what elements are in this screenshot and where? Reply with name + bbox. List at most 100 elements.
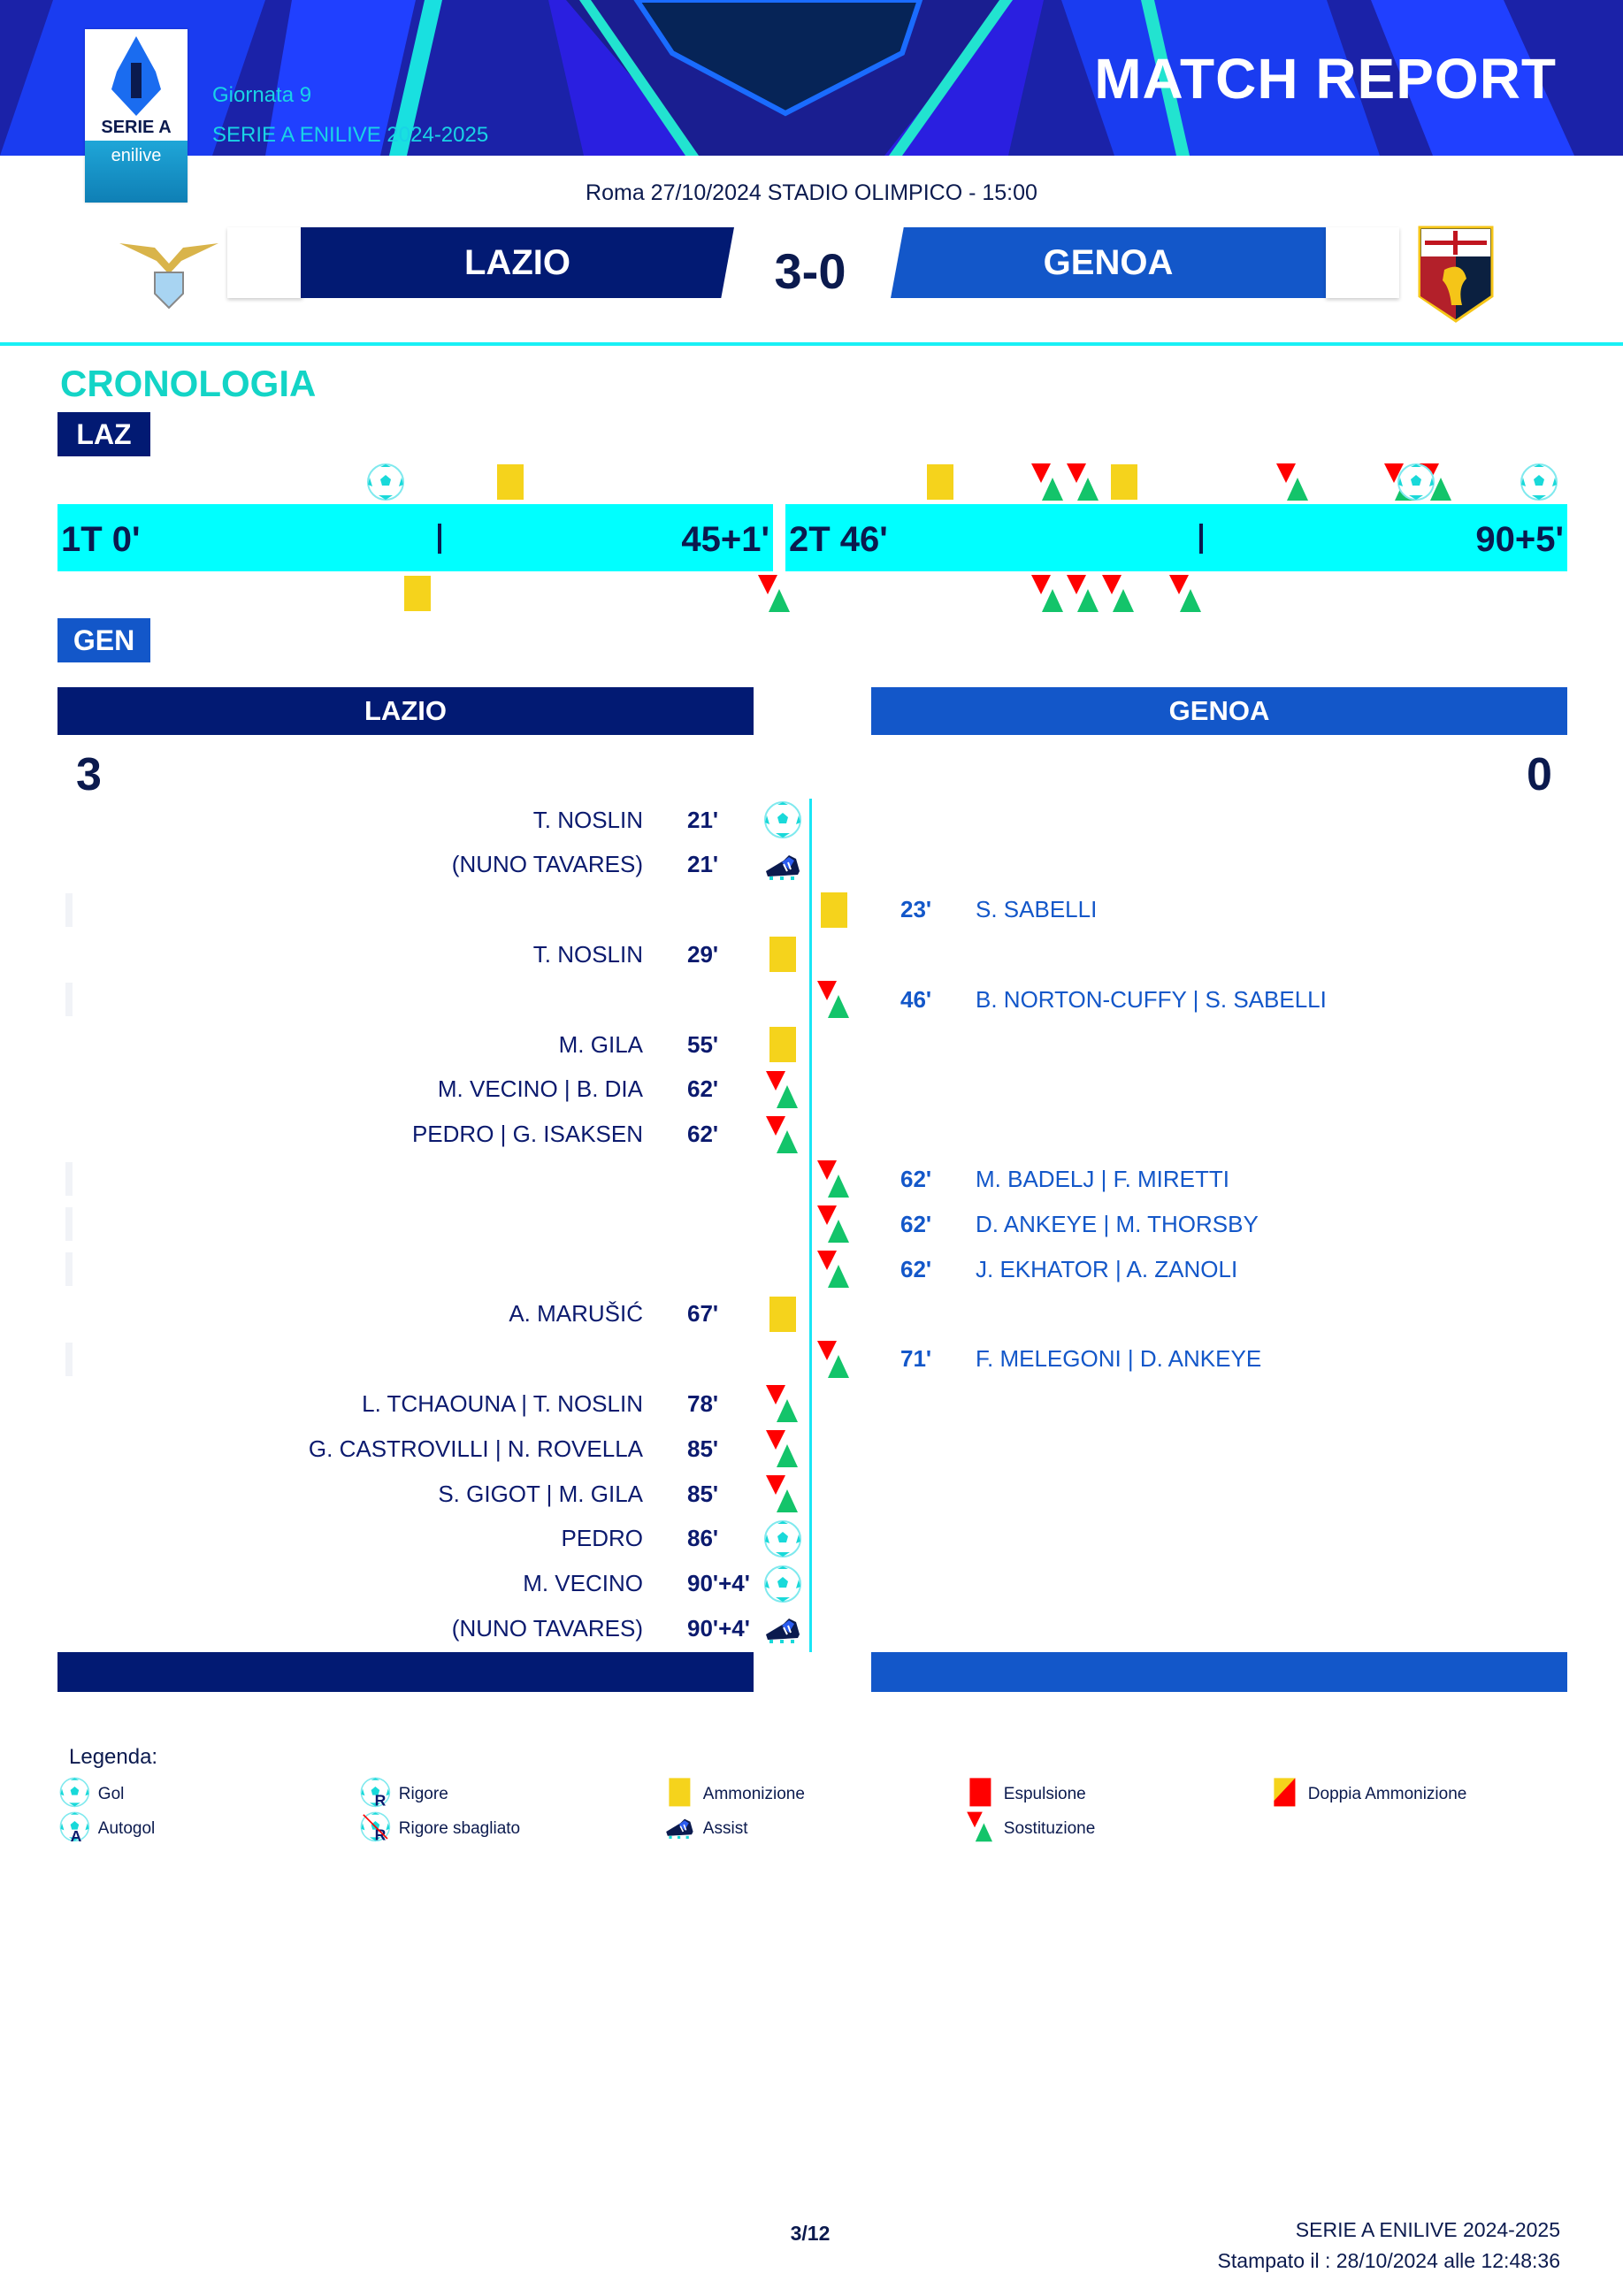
first-half-end: 45+1': [681, 520, 769, 559]
event-minute: 21': [687, 851, 719, 878]
substitution-icon: [814, 1249, 854, 1296]
away-goals: 0: [1527, 749, 1552, 800]
assist-boot-icon: [762, 845, 803, 892]
substitution-icon: [814, 1204, 854, 1251]
event-minute: 62': [900, 1255, 932, 1282]
event-row: T. NOSLIN 21': [0, 798, 1623, 842]
event-player: PEDRO | G. ISAKSEN: [411, 1121, 643, 1148]
timeline-substitution-icon: [1063, 462, 1104, 507]
timeline-title: CRONOLOGIA: [60, 363, 317, 404]
event-minute: 90'+4': [687, 1614, 750, 1642]
event-player: M. VECINO: [523, 1570, 643, 1597]
event-player: D. ANKEYE | M. THORSBY: [976, 1210, 1259, 1237]
event-minute: 86': [687, 1525, 719, 1552]
yellow-card-icon: [762, 1024, 803, 1071]
empty-row-marker: [65, 892, 73, 927]
timeline-goal-ball-icon: [1519, 462, 1559, 507]
legend-substitution-icon: [964, 1810, 997, 1848]
timeline-yellow-card-icon: [490, 462, 531, 507]
half-midpoint-tick: [1199, 524, 1203, 554]
legend-own-goal-icon: A: [58, 1810, 91, 1848]
event-player: M. GILA: [558, 1030, 643, 1058]
serie-a-logo: SERIE A enilive: [85, 29, 188, 203]
timeline-substitution-icon: [1273, 462, 1313, 507]
legend-item: Sostituzione: [964, 1810, 1095, 1848]
empty-row-marker: [65, 983, 73, 1017]
second-half-start: 2T 46': [789, 520, 888, 559]
enilive-logo: enilive: [85, 141, 188, 203]
away-footer-bar: [871, 1652, 1567, 1692]
legend-double-yellow-icon: [1268, 1776, 1301, 1814]
legend-item: Assist: [663, 1810, 747, 1848]
event-row: M. VECINO | B. DIA 62': [0, 1068, 1623, 1112]
yellow-card-icon: [814, 890, 854, 937]
goal-ball-icon: [762, 800, 803, 846]
event-player: M. BADELJ | F. MIRETTI: [976, 1165, 1230, 1192]
event-row: (NUNO TAVARES)21': [0, 843, 1623, 887]
event-minute: 90'+4': [687, 1570, 750, 1597]
serie-a-emblem-icon: [111, 36, 161, 116]
header-banner: [0, 0, 1623, 156]
banner-background: [0, 0, 1623, 156]
home-events-header: LAZIO: [57, 687, 754, 735]
legend-item: Doppia Ammonizione: [1268, 1776, 1466, 1814]
event-player: L. TCHAOUNA | T. NOSLIN: [362, 1389, 643, 1417]
timeline-second-half: 2T 46' 90+5': [785, 504, 1567, 571]
home-logo-box: [227, 227, 302, 298]
legend-label: Sostituzione: [1003, 1819, 1096, 1839]
home-footer-bar: [57, 1652, 754, 1692]
page-title: MATCH REPORT: [1094, 47, 1557, 111]
event-player: T. NOSLIN: [532, 806, 643, 833]
half-midpoint-tick: [438, 524, 441, 554]
timeline-goal-ball-icon: [365, 462, 406, 507]
legend-title: Legenda:: [69, 1745, 158, 1769]
goal-ball-icon: [762, 1519, 803, 1565]
goal-ball-icon: [762, 1564, 803, 1611]
event-player: A. MARUŠIĆ: [509, 1300, 643, 1328]
event-player: PEDRO: [561, 1525, 643, 1552]
timeline-substitution-icon: [1028, 462, 1068, 507]
legend-red-card-icon: [964, 1776, 997, 1814]
legend-yellow-card-icon: [663, 1776, 696, 1814]
empty-row-marker: [65, 1162, 73, 1197]
event-player: M. VECINO | B. DIA: [437, 1075, 643, 1103]
event-minute: 62': [687, 1121, 719, 1148]
legend-label: Rigore: [398, 1785, 448, 1804]
event-player: J. EKHATOR | A. ZANOLI: [976, 1255, 1238, 1282]
timeline-substitution-icon: [1063, 573, 1104, 618]
footer-competition: SERIE A ENILIVE 2024-2025: [1295, 2218, 1560, 2241]
legend-label: Doppia Ammonizione: [1307, 1785, 1467, 1804]
event-minute: 23': [900, 896, 932, 923]
empty-row-marker: [65, 1207, 73, 1242]
empty-row-marker: [65, 1342, 73, 1376]
away-logo-box: [1326, 227, 1399, 298]
second-half-end: 90+5': [1475, 520, 1564, 559]
event-player: (NUNO TAVARES): [451, 1614, 643, 1642]
event-minute: 46': [900, 985, 932, 1013]
lazio-crest-icon: [119, 243, 218, 310]
event-player: F. MELEGONI | D. ANKEYE: [976, 1345, 1262, 1373]
away-team-name: GENOA: [891, 227, 1326, 298]
event-minute: 62': [900, 1210, 932, 1237]
substitution-icon: [762, 1428, 803, 1475]
svg-text:A: A: [71, 1827, 82, 1843]
substitution-icon: [762, 1114, 803, 1161]
legend-item: R Rigore: [359, 1776, 448, 1814]
substitution-icon: [814, 1339, 854, 1386]
event-minute: 71': [900, 1345, 932, 1373]
event-minute: 62': [687, 1075, 719, 1103]
round-label: Giornata 9: [212, 83, 312, 107]
timeline-yellow-card-icon: [397, 573, 438, 618]
serie-a-wordmark: SERIE A: [101, 118, 172, 137]
assist-boot-icon: [762, 1608, 803, 1655]
timeline-yellow-card-icon: [1104, 462, 1145, 507]
svg-text:R: R: [375, 1792, 387, 1809]
legend-missed-penalty-icon: R: [359, 1810, 392, 1848]
event-minute: 21': [687, 806, 719, 833]
